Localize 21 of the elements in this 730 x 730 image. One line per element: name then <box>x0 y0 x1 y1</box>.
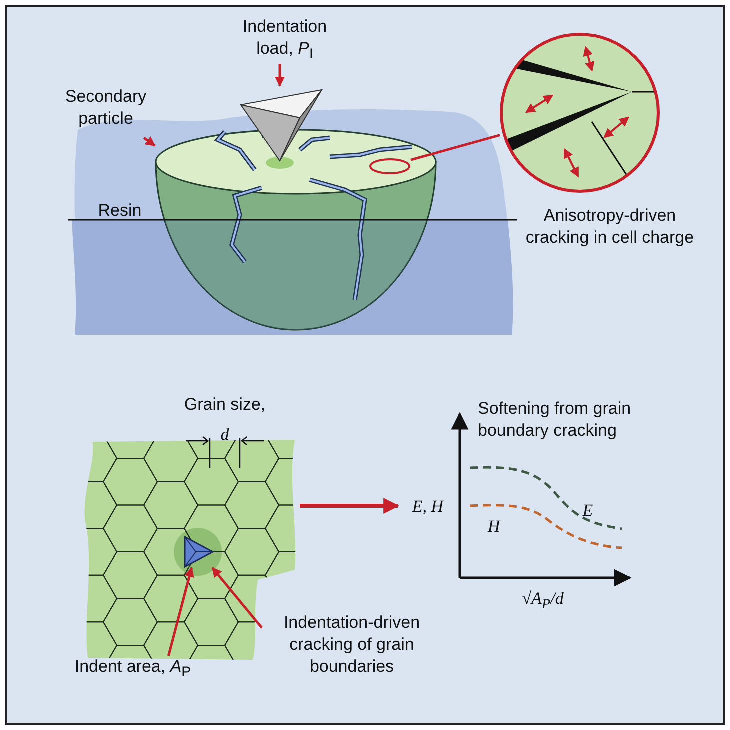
magnified-crack-drawing <box>500 33 660 193</box>
axis-label: E, H <box>411 496 446 518</box>
caption-text: Anisotropy-driven cracking in cell charge <box>524 205 696 250</box>
chart-title: Softening from grain boundary cracking <box>478 398 632 442</box>
arrow <box>300 498 400 514</box>
arrow <box>143 136 156 147</box>
axis-label: H <box>486 516 502 538</box>
annotation-text: Indent area, A$_{P}$ <box>48 656 218 686</box>
label-text: Grain size, <box>183 394 267 416</box>
leader-line <box>410 134 500 162</box>
arrow <box>275 64 285 87</box>
label-text: Resin <box>97 200 143 222</box>
axis-label: √A$_{P}$/d <box>521 588 565 614</box>
annotation-text: Indentation-driven cracking of grain boundaries <box>262 612 442 696</box>
axis-label: E <box>582 500 594 522</box>
arrow <box>168 567 194 656</box>
annotation-text: Secondary particle <box>62 86 150 138</box>
dimension-label: d <box>220 424 230 446</box>
indent-triangle <box>184 536 214 568</box>
annotation-text: Indentation load, P$_{I}$ <box>230 16 340 64</box>
highlight-ellipse <box>369 158 411 175</box>
